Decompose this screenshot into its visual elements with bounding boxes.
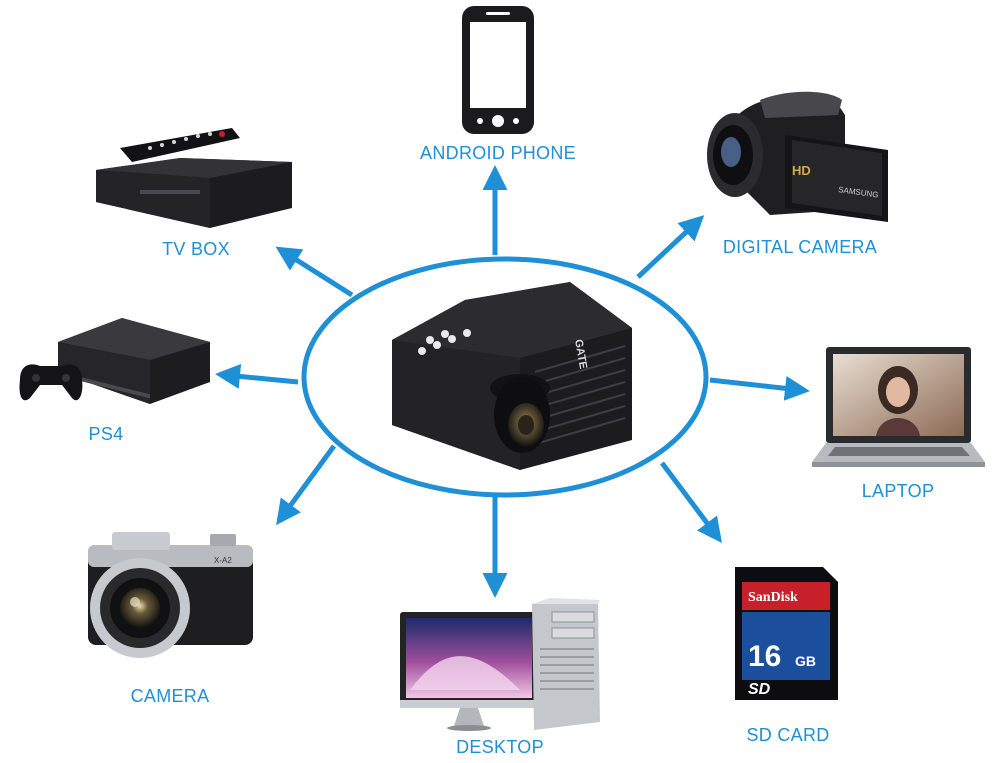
arrow-camera [276,444,337,526]
camcorder-hd-mark: HD [792,163,811,178]
arrow-ps4 [215,363,299,389]
projector-brand: GATE [572,338,589,369]
label-ps4: PS4 [88,424,124,444]
projector-icon: GATE [392,282,632,470]
camcorder-icon: HD SAMSUNG [707,91,888,222]
arrow-laptop [709,375,810,401]
sd-card-unit: GB [795,653,816,669]
game-console-icon [19,318,210,404]
laptop-icon [812,347,985,467]
arrow-digital-camera [636,215,705,279]
set-top-box-icon [96,128,292,228]
label-desktop: DESKTOP [456,737,544,757]
label-tv-box: TV BOX [162,239,230,259]
mirrorless-camera-icon: X-A2 [88,532,253,658]
desktop-computer-icon [400,598,600,731]
arrow-sd-card [660,461,722,543]
label-camera: CAMERA [130,686,210,706]
sd-card-capacity: 16 [748,640,781,673]
connection-arrows [215,165,810,598]
label-sd-card: SD CARD [746,725,830,745]
sd-card-logo: SD [748,681,771,698]
label-laptop: LAPTOP [861,481,935,501]
smartphone-icon [462,6,534,134]
label-android-phone: ANDROID PHONE [420,143,576,163]
arrow-tv-box [275,246,354,298]
sd-card-icon: SanDisk 16 GB SD [735,567,838,700]
label-digital-camera: DIGITAL CAMERA [722,237,878,257]
sd-card-brand: SanDisk [748,590,798,605]
camera-model: X-A2 [214,556,232,565]
